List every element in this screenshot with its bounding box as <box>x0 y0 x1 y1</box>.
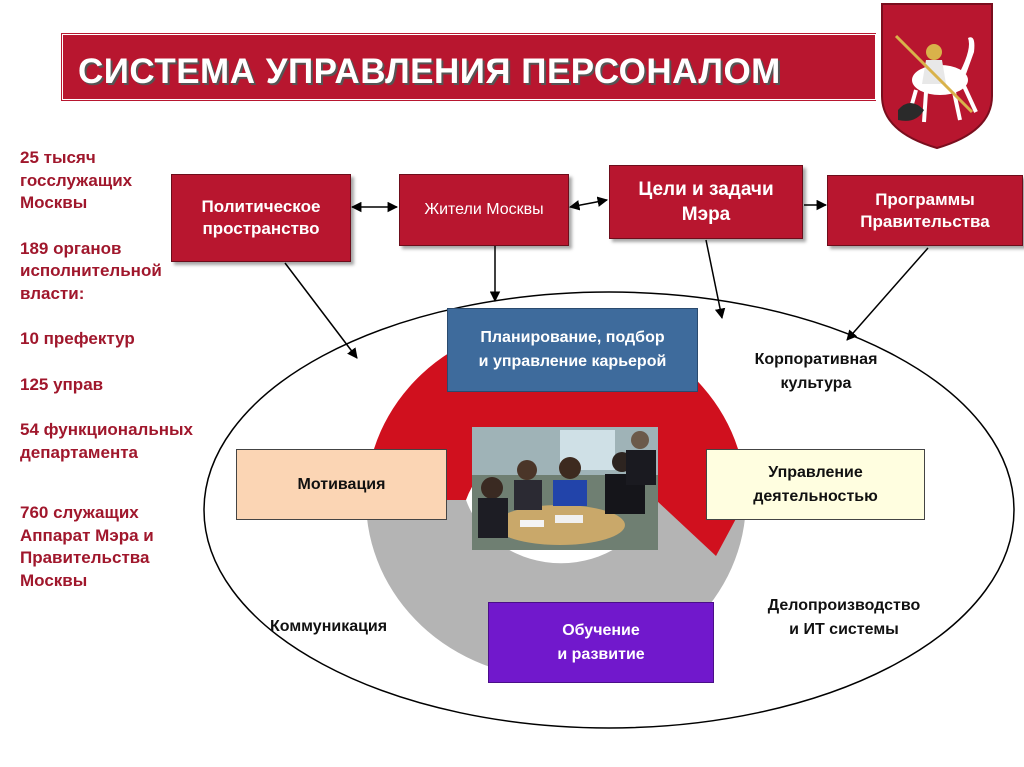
stat-line: департамента <box>20 442 138 462</box>
stat-line: госслужащих <box>20 170 133 190</box>
arrow-programs-down <box>846 247 929 341</box>
stat-line: Москвы <box>20 193 88 212</box>
stat-line: Москвы <box>20 570 88 590</box>
stat-line: исполнительной <box>20 261 162 280</box>
box-political-space: Политическое пространство <box>171 174 351 262</box>
box-political-space-line: Политическое <box>201 197 321 216</box>
box-moscow-residents-label: Жители Москвы <box>424 201 544 218</box>
label-records-it: Делопроизводство и ИТ системы <box>744 594 944 642</box>
stat-line: Правительства <box>20 548 150 567</box>
box-training-development-line: Обучение <box>562 621 640 639</box>
arrow-residents-goals <box>568 196 609 211</box>
box-motivation-label: Мотивация <box>297 475 386 493</box>
arrow-political-down <box>284 262 358 359</box>
label-corporate-culture-line: культура <box>780 375 852 392</box>
box-political-space-line: пространство <box>202 219 320 238</box>
label-communication: Коммуникация <box>270 618 388 635</box>
stat-line: 25 тысяч <box>20 148 96 167</box>
box-performance-management: Управление деятельностью <box>706 449 925 520</box>
box-mayor-goals-line: Мэра <box>681 204 731 225</box>
box-government-programs-line: Программы <box>875 189 975 209</box>
moscow-coat-of-arms-icon <box>876 0 998 150</box>
box-planning-career-line: и управление карьерой <box>478 353 667 370</box>
box-training-development: Обучение и развитие <box>488 602 714 683</box>
stat-line: 760 служащих <box>20 503 139 522</box>
box-performance-management-line: деятельностью <box>753 487 878 505</box>
stat-line: 54 функциональных <box>20 420 194 439</box>
box-planning-career-line: Планирование, подбор <box>480 329 665 346</box>
stat-line: власти: <box>20 283 85 303</box>
box-planning-career: Планирование, подбор и управление карьер… <box>447 308 698 392</box>
label-records-it-line: и ИТ системы <box>789 621 899 638</box>
box-government-programs-line: Правительства <box>860 211 990 231</box>
meeting-photo <box>472 427 658 550</box>
arrow-goals-down <box>705 239 726 320</box>
label-corporate-culture: Корпоративная культура <box>726 348 906 396</box>
stat-line: 189 органов <box>20 238 122 258</box>
statistics-list: 25 тысяч госслужащих Москвы 189 органов … <box>20 147 235 592</box>
box-mayor-goals-line: Цели и задачи <box>638 179 774 200</box>
box-government-programs: Программы Правительства <box>827 175 1023 246</box>
box-performance-management-line: Управление <box>768 463 863 481</box>
outer-ellipse <box>203 291 1015 729</box>
label-corporate-culture-line: Корпоративная <box>754 351 878 368</box>
stat-line: 125 управ <box>20 374 104 394</box>
stat-line: Аппарат Мэра и <box>20 525 154 545</box>
stat-line: 10 префектур <box>20 329 135 348</box>
page-title: СИСТЕМА УПРАВЛЕНИЯ ПЕРСОНАЛОМ <box>78 52 781 91</box>
box-moscow-residents: Жители Москвы <box>399 174 569 246</box>
box-motivation: Мотивация <box>236 449 447 520</box>
box-mayor-goals: Цели и задачи Мэра <box>609 165 803 239</box>
label-records-it-line: Делопроизводство <box>767 597 921 614</box>
box-training-development-line: и развитие <box>557 645 645 663</box>
title-bar <box>62 34 876 100</box>
